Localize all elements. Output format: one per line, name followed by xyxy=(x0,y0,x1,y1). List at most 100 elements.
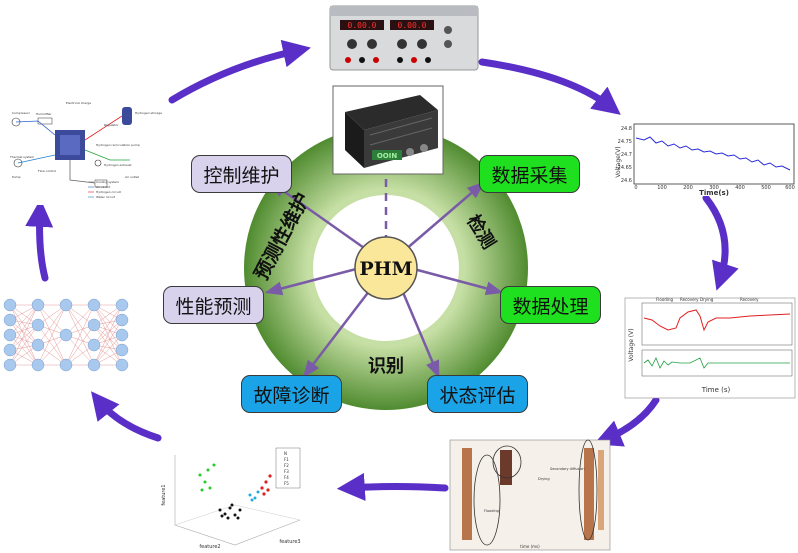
nn-edge xyxy=(9,304,39,336)
nn-edge xyxy=(93,304,123,336)
svg-text:300: 300 xyxy=(709,185,719,191)
nn-node xyxy=(31,338,45,352)
svg-text:F3: F3 xyxy=(284,469,289,474)
nn-node xyxy=(59,328,73,342)
nn-node xyxy=(59,298,73,312)
svg-text:Drying: Drying xyxy=(700,297,714,302)
nn-node xyxy=(115,298,129,312)
scatter-cluster-red xyxy=(260,474,272,496)
node-data-collection: 数据采集 xyxy=(479,155,580,193)
arrow-processed-to-spectrogram xyxy=(593,396,660,447)
ring-label-identify: 识别 xyxy=(368,356,404,377)
spectro-annot-drying: Drying xyxy=(538,477,550,481)
svg-text:Thermal system: Thermal system xyxy=(9,155,34,159)
spectro-circle-drying xyxy=(492,445,522,479)
node-fault-diagnosis: 故障诊断 xyxy=(241,375,342,413)
nn-node xyxy=(87,298,101,312)
system-labels: Compressor Humidifier Electrical charge … xyxy=(9,101,162,179)
nn-node xyxy=(87,338,101,352)
scatter-legend xyxy=(275,447,301,489)
nn-edge xyxy=(93,324,123,351)
scatter-axis-feature2: feature2 xyxy=(199,544,220,550)
nn-edge xyxy=(9,319,39,366)
svg-text:F5: F5 xyxy=(284,481,289,486)
nn-edge xyxy=(93,304,123,346)
nn-edge xyxy=(93,304,123,366)
arrow-voltage-to-processed xyxy=(702,194,739,291)
spoke-to-fault xyxy=(302,289,371,378)
spoke-to-state xyxy=(400,289,440,379)
nn-node xyxy=(3,298,17,312)
processed-xlabel: Time (s) xyxy=(701,386,731,394)
nn-node xyxy=(87,318,101,332)
nn-edge xyxy=(65,334,95,366)
nn-edge xyxy=(9,304,39,346)
spectro-xlabel: time (ms) xyxy=(520,544,540,549)
voltage-ylabel: Voltage(V) xyxy=(615,146,622,177)
voltage-xticks: 0 100 200 300 400 500 600 xyxy=(634,185,794,191)
system-schematic-image: Compressor Humidifier Electrical charge … xyxy=(5,95,165,205)
nn-node xyxy=(3,313,17,327)
svg-text:24.6: 24.6 xyxy=(621,178,632,184)
cycle-arrows xyxy=(25,39,739,501)
nn-node xyxy=(115,343,129,357)
phm-label: PHM xyxy=(359,258,412,280)
nn-edge xyxy=(37,304,67,346)
spectro-circle-diffusion xyxy=(578,439,598,541)
spoke-to-process xyxy=(409,266,504,296)
svg-text:Flooding: Flooding xyxy=(656,297,673,302)
nn-edge xyxy=(65,304,95,366)
svg-text:Pump: Pump xyxy=(12,175,21,179)
svg-text:Hydrogen circuit: Hydrogen circuit xyxy=(96,190,122,194)
spectro-annot-diffusion: Secondary diffusion xyxy=(550,467,585,471)
svg-text:Cooling system: Cooling system xyxy=(96,180,119,184)
nn-edge xyxy=(9,324,39,366)
svg-text:500: 500 xyxy=(761,185,771,191)
svg-text:200: 200 xyxy=(683,185,693,191)
node-state-assessment: 状态评估 xyxy=(427,375,528,413)
processed-residual-trace xyxy=(643,357,790,369)
spoke-to-control xyxy=(269,180,368,252)
svg-text:Air outlet: Air outlet xyxy=(125,175,140,179)
spoke-to-collect xyxy=(404,181,485,251)
svg-text:Compressor: Compressor xyxy=(12,111,31,115)
nn-edge xyxy=(93,324,123,366)
svg-text:Flow control: Flow control xyxy=(38,169,56,173)
processed-voltage-trace xyxy=(643,309,791,332)
scatter-cluster-black xyxy=(218,503,242,520)
nn-node xyxy=(87,358,101,372)
voltage-trace xyxy=(635,136,791,171)
nn-node xyxy=(115,313,129,327)
arrow-network-to-system xyxy=(25,198,54,282)
nn-edge xyxy=(93,334,123,366)
svg-text:Humidifier: Humidifier xyxy=(36,112,52,116)
nn-edge xyxy=(9,304,39,351)
nn-edge xyxy=(37,304,67,336)
scatter-cluster-cyan xyxy=(248,490,260,502)
svg-text:N: N xyxy=(284,451,287,456)
svg-text:F2: F2 xyxy=(284,463,289,468)
nn-edge xyxy=(9,304,39,366)
svg-text:Water circuit: Water circuit xyxy=(96,195,116,199)
nn-edge xyxy=(37,334,67,366)
scatter-axis-feature3: feature3 xyxy=(279,539,300,545)
svg-text:Hydrogen recirculation pump: Hydrogen recirculation pump xyxy=(96,143,140,147)
svg-text:400: 400 xyxy=(735,185,745,191)
processed-ylabel: Voltage (V) xyxy=(628,328,635,361)
processed-phase-labels: Flooding Recovery Drying Recovery xyxy=(656,297,759,302)
nn-edge xyxy=(37,304,67,366)
svg-text:Recovery: Recovery xyxy=(740,297,759,302)
svg-text:100: 100 xyxy=(657,185,667,191)
svg-text:Electrical charge: Electrical charge xyxy=(66,101,91,105)
spokes xyxy=(264,168,504,379)
nn-node xyxy=(3,358,17,372)
nn-node xyxy=(31,318,45,332)
svg-text:F4: F4 xyxy=(284,475,289,480)
svg-text:Hydrogen exhaust: Hydrogen exhaust xyxy=(104,163,132,167)
scatter-axis-feature1: feature1 xyxy=(161,484,167,505)
fuel-cell-stack-image: OOIN xyxy=(332,85,444,175)
nn-edge xyxy=(93,319,123,366)
arrow-scatter-to-network xyxy=(91,391,162,442)
supply-display-left: 0.00.0 xyxy=(348,21,377,30)
node-control-maintenance: 控制维护 xyxy=(191,155,292,193)
